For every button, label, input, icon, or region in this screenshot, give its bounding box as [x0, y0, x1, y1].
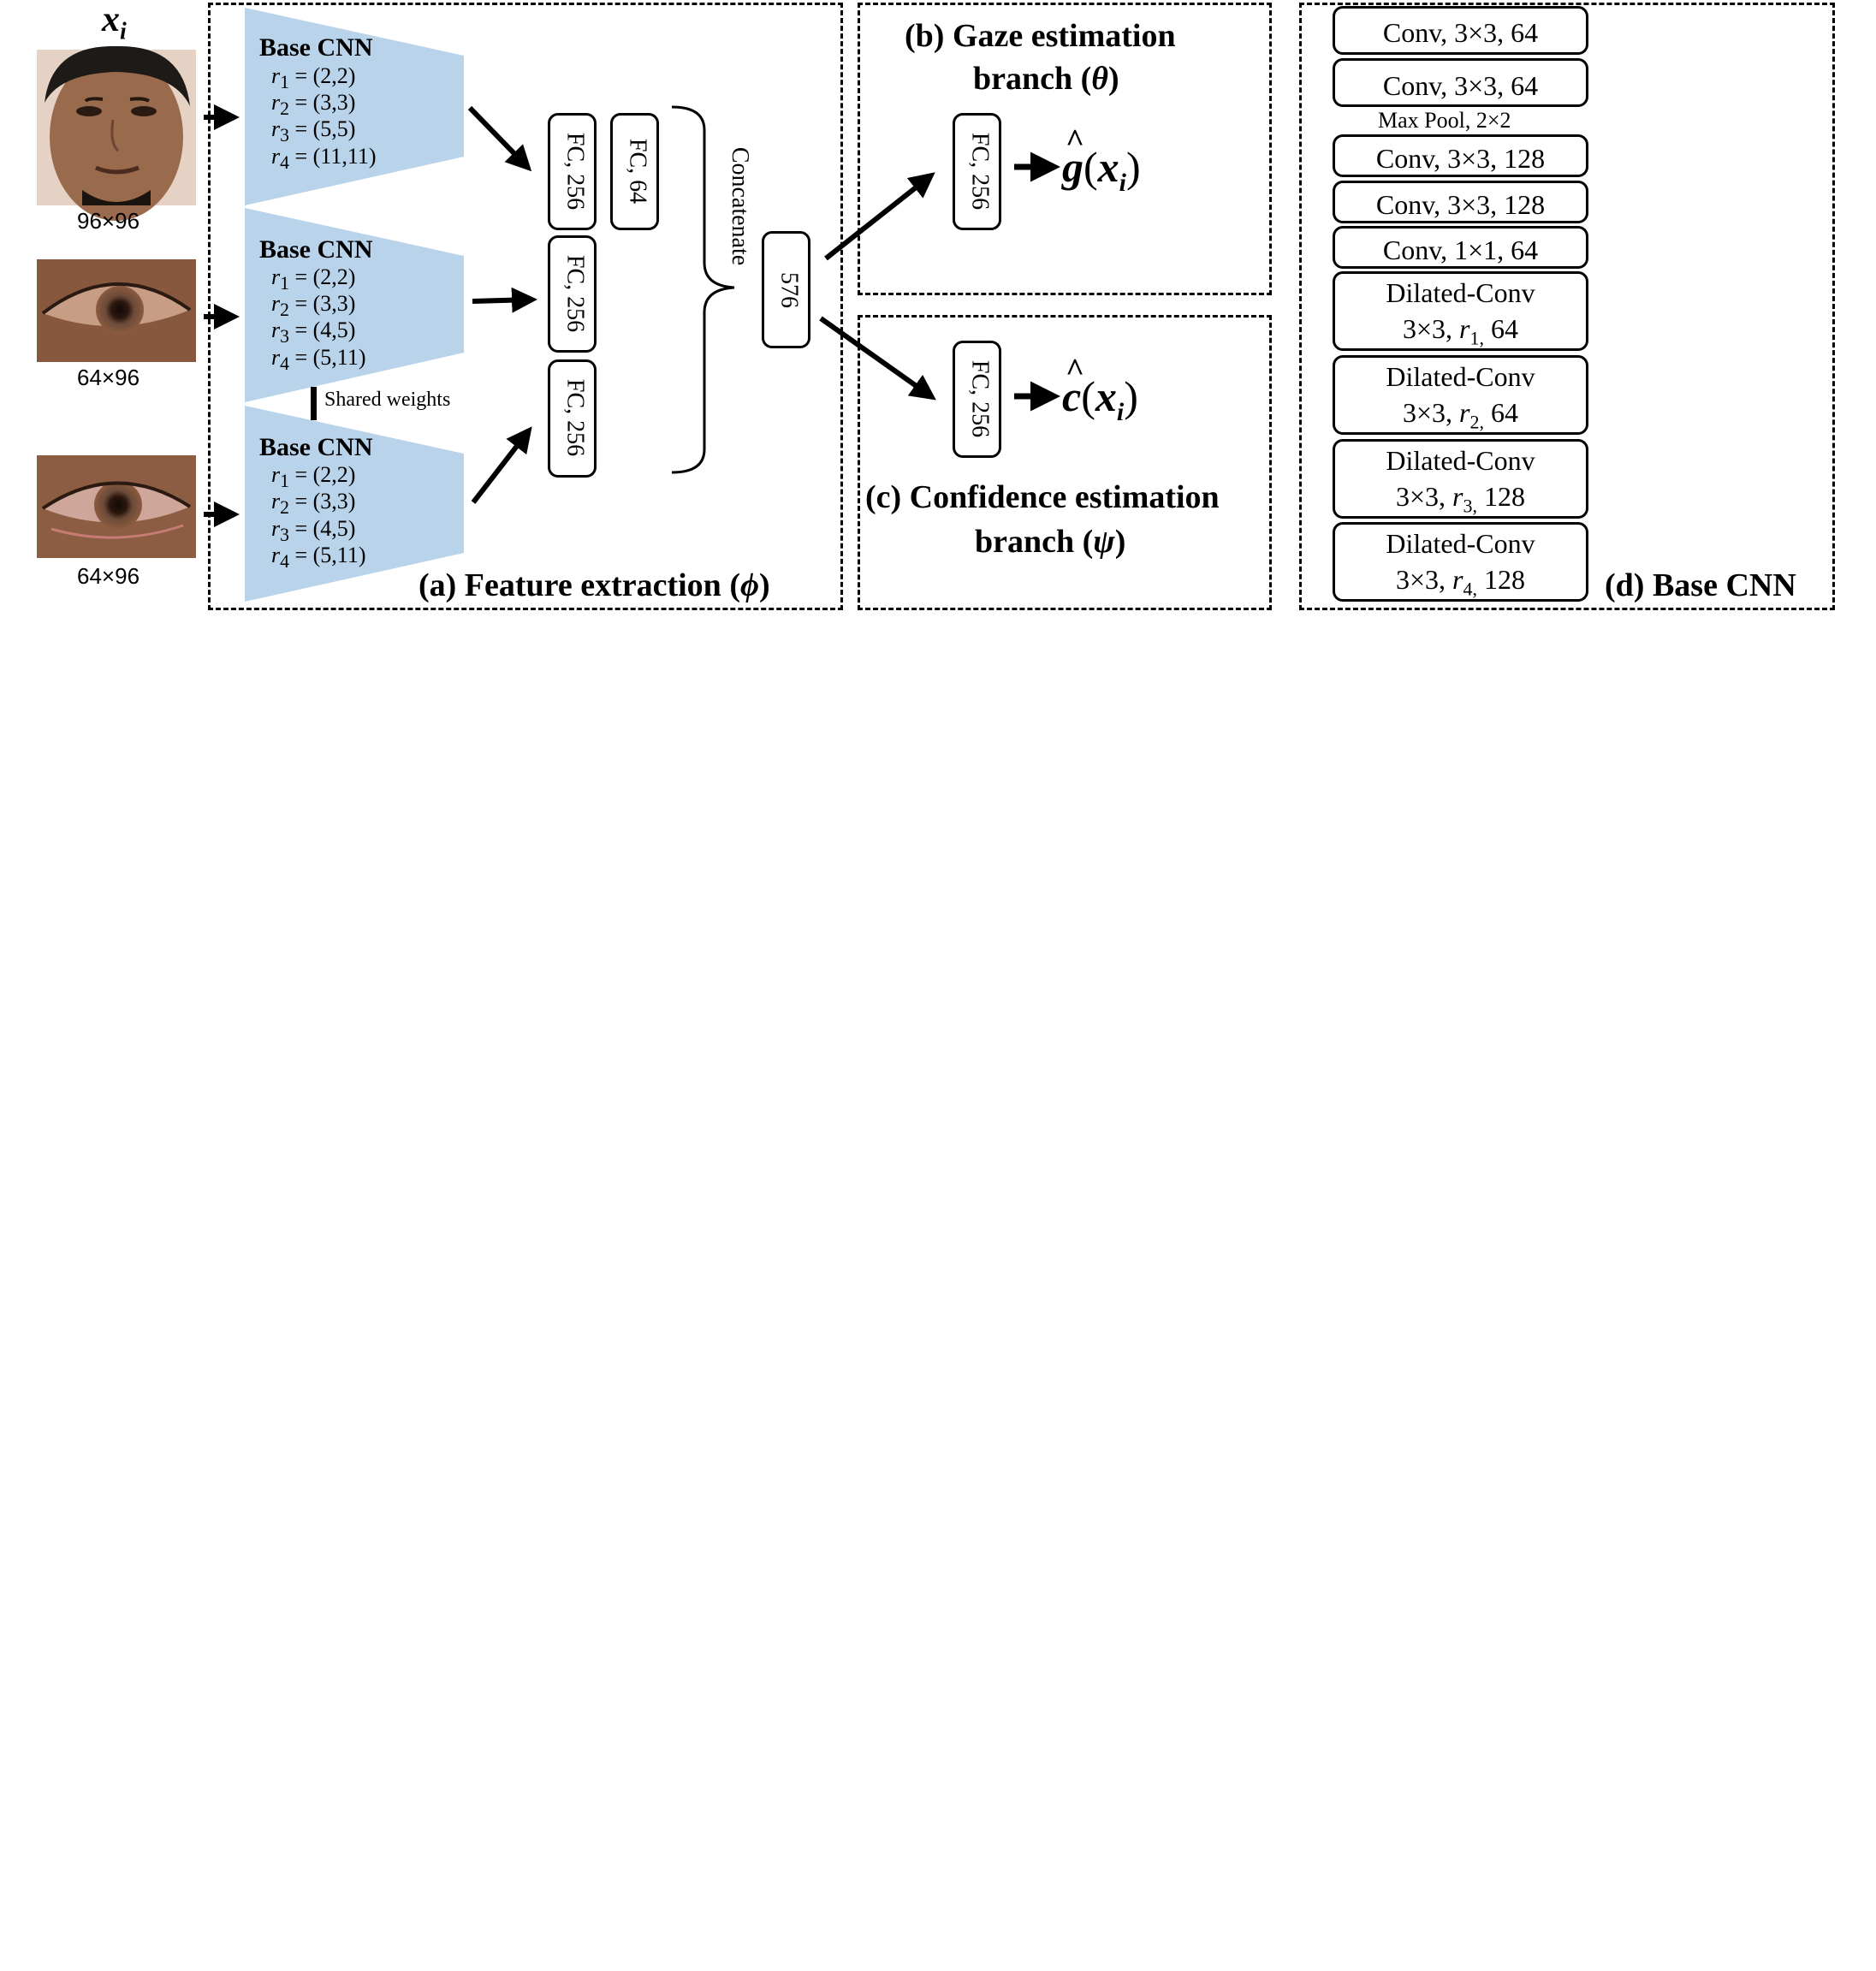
layer-params: 3×3, r2, 64	[1403, 397, 1518, 433]
layer-dilated-2: Dilated-Conv 3×3, r2, 64	[1333, 355, 1588, 435]
layer-dilated-3: Dilated-Conv 3×3, r3, 128	[1333, 439, 1588, 519]
layer-dilated-4: Dilated-Conv 3×3, r4, 128	[1333, 522, 1588, 602]
fc-eye2-box: FC, 256	[548, 359, 597, 478]
base-cnn-caption: (d) Base CNN	[1605, 567, 1796, 603]
rate-line: r4 = (11,11)	[271, 144, 377, 174]
layer-conv-4: Conv, 3×3, 128	[1333, 181, 1588, 223]
layer-params: 3×3, r4, 128	[1396, 564, 1525, 600]
confidence-output: c ^ (xi)	[1062, 353, 1138, 426]
arrow-cnn-eye2-to-fc	[471, 426, 532, 504]
concatenate-label: Concatenate	[727, 146, 753, 266]
base-cnn-panel	[1299, 3, 1835, 610]
fc-eye1-label: FC, 256	[561, 254, 589, 333]
rate-line: r2 = (3,3)	[271, 489, 356, 519]
fc-face-box: FC, 256	[548, 113, 597, 230]
fc-64-box: FC, 64	[610, 113, 659, 230]
arrow-cnn-face-to-fc	[467, 105, 532, 172]
fc-face-label: FC, 256	[561, 132, 589, 211]
base-cnn-trapezoid-face	[245, 8, 464, 205]
rate-line: r3 = (4,5)	[271, 318, 356, 347]
layer-label: Dilated-Conv	[1386, 361, 1535, 392]
layer-params: 3×3, r1, 64	[1403, 313, 1518, 349]
eye-image-1	[37, 259, 196, 362]
eye2-size-label: 64×96	[77, 563, 140, 589]
maxpool-label: Max Pool, 2×2	[1378, 108, 1511, 133]
rate-line: r3 = (5,5)	[271, 116, 356, 146]
layer-label: Conv, 3×3, 64	[1382, 70, 1539, 101]
arrow-cnn-eye1-to-fc	[472, 287, 537, 313]
feature-extraction-panel	[208, 3, 843, 610]
rate-line: r1 = (2,2)	[271, 264, 356, 294]
concat-576-label: 576	[775, 272, 803, 308]
concat-576-box: 576	[762, 231, 810, 348]
eye-image-2	[37, 455, 196, 558]
feature-extraction-caption: (a) Feature extraction (ϕ)	[419, 567, 770, 603]
face-size-label: 96×96	[77, 208, 140, 234]
gaze-fc-box: FC, 256	[953, 113, 1001, 230]
rate-line: r1 = (2,2)	[271, 462, 356, 492]
rate-line: r4 = (5,11)	[271, 543, 366, 573]
eye1-size-label: 64×96	[77, 365, 140, 390]
arrow-to-confidence-branch	[819, 316, 936, 401]
base-cnn-title: Base CNN	[259, 235, 373, 264]
confidence-branch-panel	[858, 315, 1272, 610]
input-symbol: xi	[102, 0, 127, 45]
confidence-branch-caption-line1: (c) Confidence estimation	[865, 479, 1220, 515]
confidence-fc-label: FC, 256	[966, 359, 994, 438]
rate-line: r3 = (4,5)	[271, 516, 356, 546]
concatenate-brace	[671, 105, 735, 474]
confidence-output-hat: ^	[1066, 353, 1085, 389]
layer-label: Conv, 3×3, 128	[1375, 189, 1546, 220]
input-subscript: i	[120, 18, 127, 45]
rate-line: r2 = (3,3)	[271, 291, 356, 321]
face-image	[37, 45, 196, 221]
fc-eye2-label: FC, 256	[561, 378, 589, 457]
gaze-branch-caption-line2: branch (θ)	[973, 61, 1119, 97]
gaze-branch-panel	[858, 3, 1272, 295]
rate-line: r2 = (3,3)	[271, 90, 356, 120]
layer-label: Dilated-Conv	[1386, 528, 1535, 559]
gaze-output: g ^ (xi)	[1062, 123, 1141, 197]
layer-conv-2: Conv, 3×3, 64	[1333, 58, 1588, 107]
fc-64-label: FC, 64	[624, 138, 651, 205]
rate-line: r4 = (5,11)	[271, 345, 366, 375]
gaze-output-symbol: g	[1062, 143, 1083, 191]
rate-line: r1 = (2,2)	[271, 63, 356, 93]
confidence-fc-box: FC, 256	[953, 341, 1001, 458]
base-cnn-trapezoid-eye1	[245, 208, 464, 402]
layer-label: Dilated-Conv	[1386, 277, 1535, 308]
layer-conv-5: Conv, 1×1, 64	[1333, 226, 1588, 269]
layer-params: 3×3, r3, 128	[1396, 481, 1525, 517]
gaze-output-hat: ^	[1066, 123, 1085, 159]
layer-label: Dilated-Conv	[1386, 445, 1535, 476]
base-cnn-title: Base CNN	[259, 33, 373, 62]
base-cnn-title: Base CNN	[259, 433, 373, 461]
shared-weights-bar	[311, 387, 317, 420]
layer-label: Conv, 3×3, 128	[1375, 143, 1546, 174]
gaze-fc-label: FC, 256	[966, 132, 994, 211]
base-cnn-trapezoid-eye2	[245, 406, 464, 602]
layer-dilated-1: Dilated-Conv 3×3, r1, 64	[1333, 271, 1588, 351]
shared-weights-label: Shared weights	[324, 389, 451, 411]
layer-conv-1: Conv, 3×3, 64	[1333, 6, 1588, 55]
fc-eye1-box: FC, 256	[548, 235, 597, 353]
confidence-branch-caption-line2: branch (ψ)	[975, 524, 1126, 560]
confidence-output-symbol: c	[1062, 372, 1082, 420]
layer-label: Conv, 1×1, 64	[1382, 235, 1539, 265]
arrow-to-gaze-branch	[824, 172, 935, 261]
layer-label: Conv, 3×3, 64	[1382, 17, 1539, 48]
gaze-branch-caption-line1: (b) Gaze estimation	[905, 18, 1176, 54]
layer-conv-3: Conv, 3×3, 128	[1333, 134, 1588, 177]
